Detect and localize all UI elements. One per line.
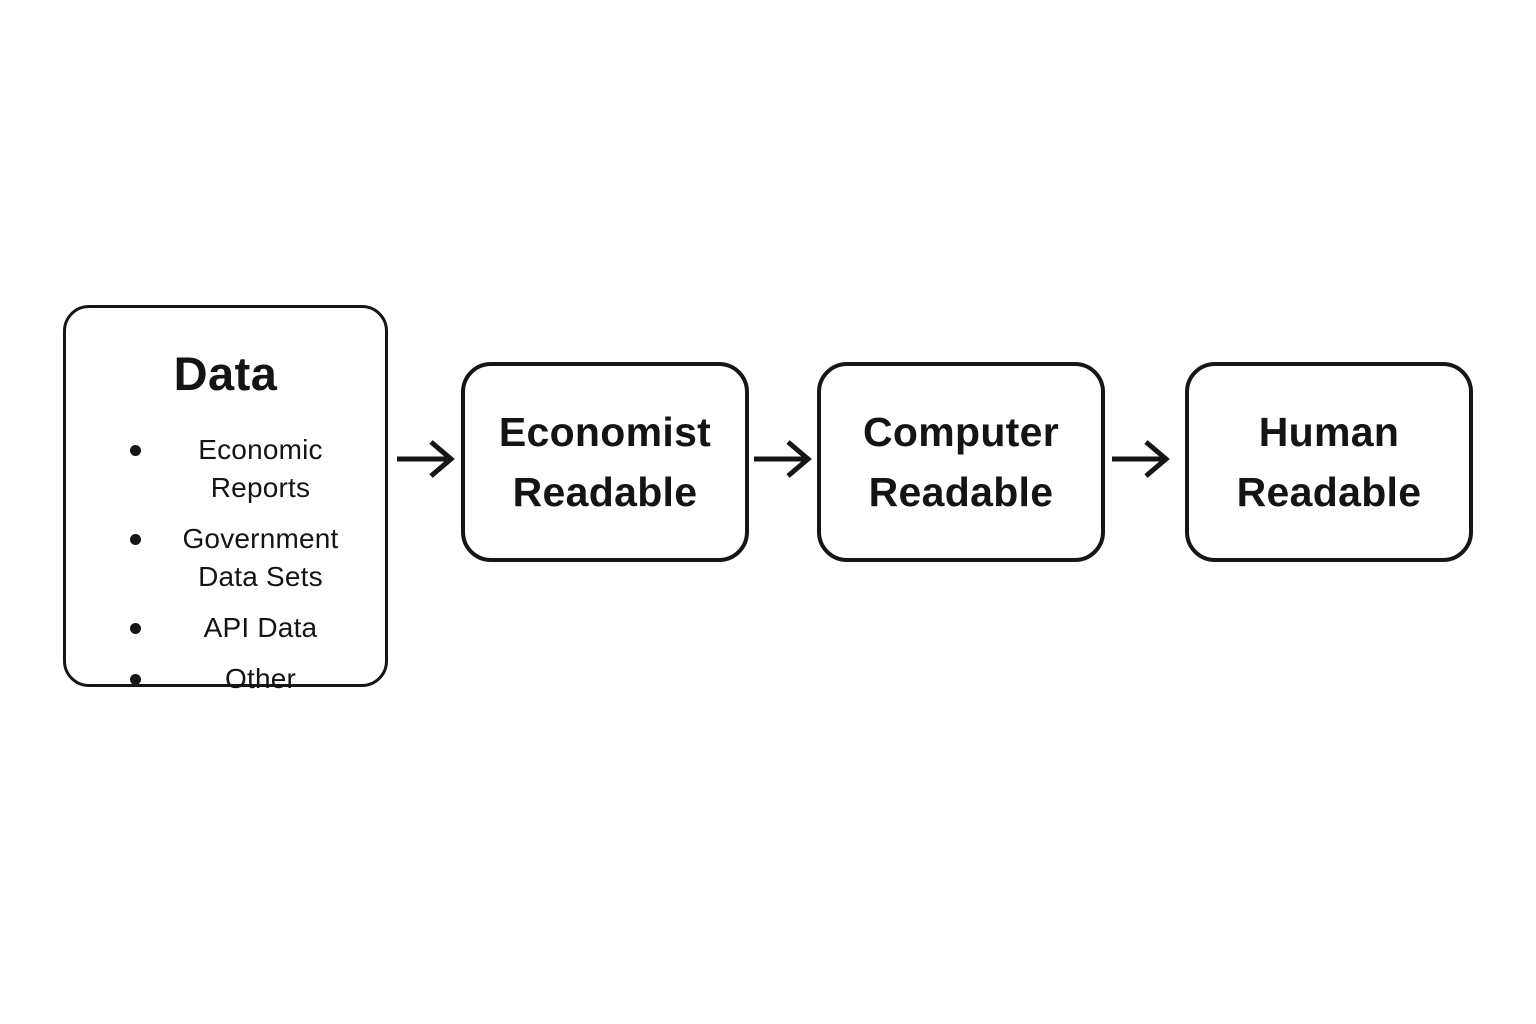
bullet-item-government-data-sets: Government Data Sets [130, 520, 365, 596]
right-arrow-icon [395, 436, 457, 482]
stage-label: Economist Readable [498, 409, 712, 515]
stage-label: Computer Readable [862, 409, 1059, 515]
bullet-item-economic-reports: Economic Reports [130, 431, 365, 507]
bullet-item-other: Other [130, 660, 365, 698]
right-arrow-icon [752, 436, 814, 482]
data-bullet-list: Economic Reports Government Data Sets AP… [66, 431, 385, 698]
stage-label: Human Readable [1236, 409, 1422, 515]
data-box-title: Data [173, 347, 278, 400]
data-source-box: Data Economic Reports Government Data Se… [63, 305, 388, 694]
stage-box-computer-readable: Computer Readable [817, 362, 1105, 562]
stage-box-economist-readable: Economist Readable [461, 362, 749, 562]
bullet-item-api-data: API Data [130, 609, 365, 647]
stage-box-human-readable: Human Readable [1185, 362, 1473, 562]
right-arrow-icon [1110, 436, 1172, 482]
